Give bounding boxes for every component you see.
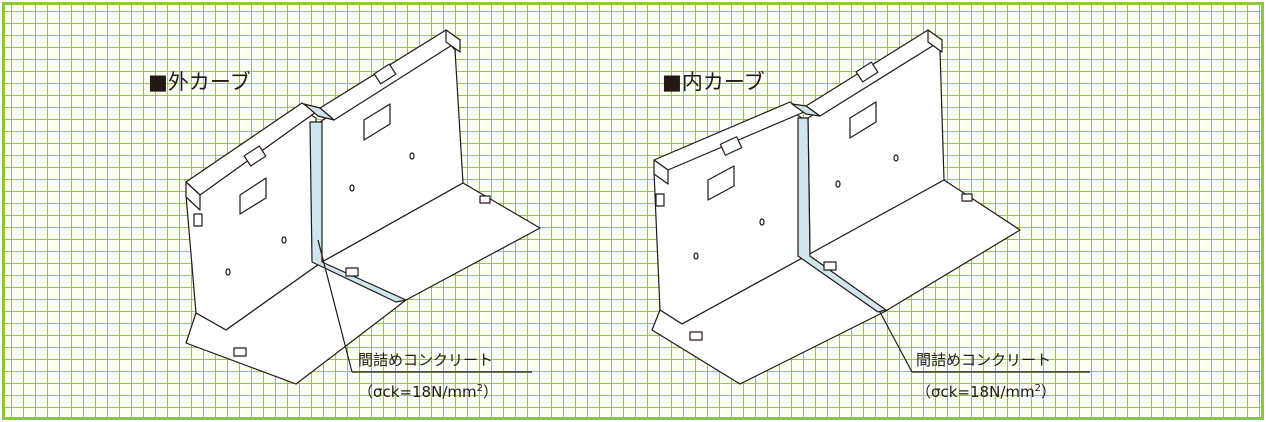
outer-hole-4 [409, 152, 415, 160]
outer-leader-line [317, 239, 353, 373]
outer-label-fill-concrete: 間詰めコンクリート [358, 351, 494, 369]
inner-curve-block-drawing [651, 29, 1090, 385]
inner-label-fill-concrete: 間詰めコンクリート [916, 351, 1052, 369]
outer-base-notch-3 [479, 195, 491, 204]
outer-lift-hole-1 [243, 145, 267, 167]
inner-hole-3 [835, 180, 841, 188]
outer-recess-1 [239, 177, 267, 215]
outer-curve-block-drawing [185, 29, 541, 385]
inner-base-notch-3 [961, 193, 973, 202]
outer-hole-2 [281, 236, 287, 244]
outer-hole-1 [225, 268, 231, 276]
inner-joint-filler [797, 117, 887, 313]
outer-base-notch-2 [345, 267, 359, 277]
outer-label-strength: （σck=18N/mm2） [358, 383, 498, 401]
outer-lift-hole-2 [373, 63, 397, 85]
outer-recess-2 [363, 103, 391, 141]
inner-recess-1 [707, 165, 735, 201]
inner-hole-1 [693, 252, 699, 260]
outer-side-notch [193, 213, 203, 227]
inner-coping-joint [791, 103, 821, 117]
inner-hole-2 [759, 218, 765, 226]
inner-leader-line [879, 311, 913, 373]
outer-coping-joint [303, 103, 335, 121]
inner-base-notch-2 [823, 261, 837, 271]
inner-base-notch-1 [689, 331, 703, 341]
outer-left-coping-front [185, 181, 201, 211]
inner-lift-hole-1 [719, 136, 743, 156]
outer-joint-filler [309, 121, 407, 303]
outer-hole-3 [349, 184, 355, 192]
inner-recess-2 [849, 101, 877, 139]
inner-side-notch [655, 193, 665, 207]
outer-right-coping-front [445, 29, 461, 53]
inner-right-coping-front [927, 29, 943, 53]
inner-lift-hole-2 [855, 61, 879, 83]
inner-left-coping-front [653, 159, 669, 185]
outer-curve-title: ■外カーブ [148, 70, 251, 94]
inner-hole-4 [893, 154, 899, 162]
inner-curve-title: ■内カーブ [662, 70, 765, 94]
inner-label-strength: （σck=18N/mm2） [916, 383, 1056, 401]
outer-base-notch-1 [233, 347, 247, 357]
